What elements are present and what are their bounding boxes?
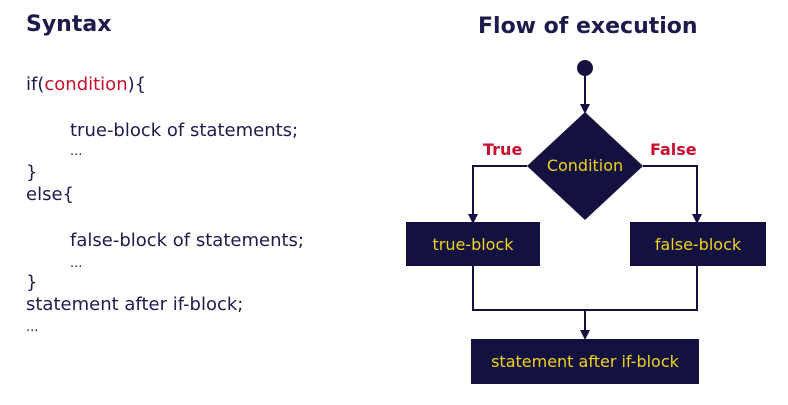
if-line: if(condition){ — [26, 74, 146, 95]
close-brace-1: } — [26, 162, 38, 183]
false-branch-line — [643, 165, 702, 224]
false-label: False — [650, 140, 697, 159]
true-label: True — [483, 140, 523, 159]
condition-label: Condition — [546, 156, 624, 175]
false-merge-line — [585, 266, 698, 311]
close-brace-2: } — [26, 272, 38, 293]
condition-diamond — [527, 112, 643, 220]
true-merge-line — [472, 266, 585, 311]
after-statement-line: statement after if-block; — [26, 294, 244, 315]
false-block-line: false-block of statements; — [70, 230, 304, 251]
ellipsis-1: ... — [70, 144, 83, 159]
true-branch-line — [468, 165, 527, 224]
condition-keyword: condition — [44, 74, 128, 95]
flow-title: Flow of execution — [478, 14, 698, 39]
ellipsis-2: ... — [70, 256, 83, 271]
syntax-title: Syntax — [26, 12, 112, 37]
start-node — [577, 60, 593, 76]
true-block-box: true-block — [406, 222, 540, 266]
after-block-box: statement after if-block — [471, 339, 699, 384]
false-block-box: false-block — [630, 222, 766, 266]
if-prefix: if( — [26, 74, 45, 95]
else-line: else{ — [26, 184, 74, 205]
ellipsis-3: ... — [26, 320, 39, 335]
true-block-line: true-block of statements; — [70, 120, 299, 141]
if-suffix: ){ — [127, 74, 147, 95]
